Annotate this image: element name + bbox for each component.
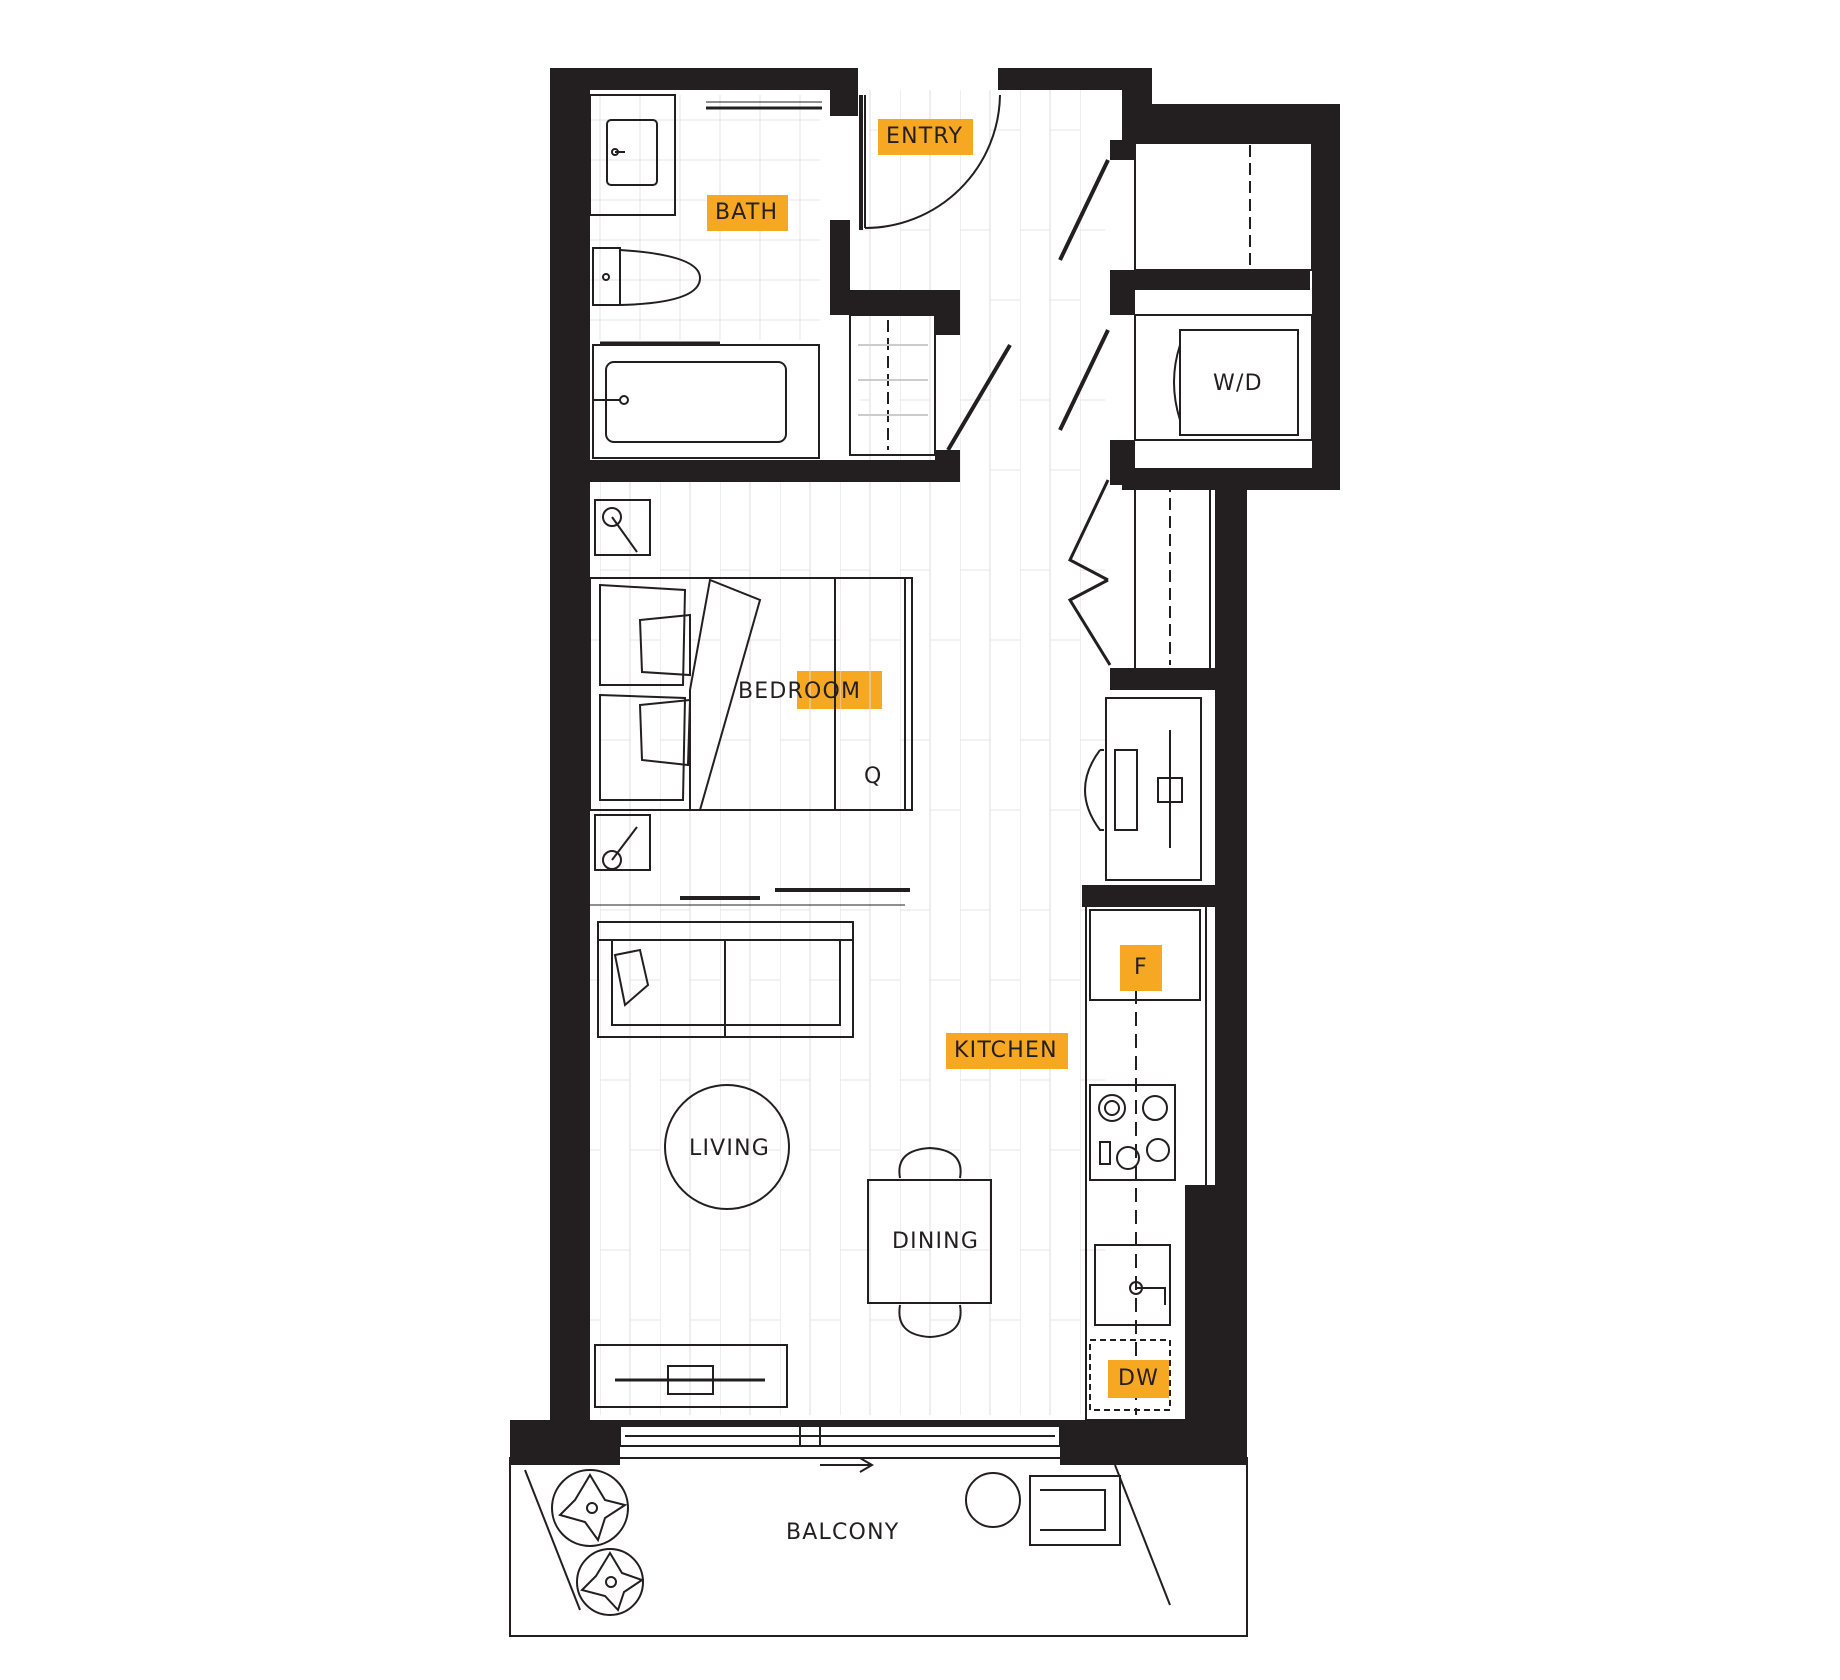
wall-laundry-left-upper xyxy=(1110,140,1135,160)
plant-icon-2 xyxy=(576,1548,645,1616)
linen-door xyxy=(946,343,1012,452)
fridge-box xyxy=(1089,909,1201,1001)
queen-bed xyxy=(589,577,913,811)
laundry-door xyxy=(1058,329,1110,431)
walls xyxy=(510,68,1340,1465)
label-living: LIVING xyxy=(689,1136,770,1161)
label-bath: BATH xyxy=(707,195,789,231)
bath-vanity xyxy=(589,94,676,216)
wall-left xyxy=(550,68,590,1420)
wall-kitchen-lower-right xyxy=(1185,1185,1217,1425)
label-entry: ENTRY xyxy=(878,119,974,155)
wall-wardrobe-bottom xyxy=(1110,668,1220,690)
cooktop-icon xyxy=(1089,1084,1176,1181)
entry-door-swing xyxy=(864,94,1001,229)
label-kitchen: KITCHEN xyxy=(946,1033,1068,1069)
label-balcony: BALCONY xyxy=(786,1520,900,1545)
slide-arrow xyxy=(820,1457,874,1473)
wall-right xyxy=(1215,468,1247,1465)
balcony-table xyxy=(965,1472,1021,1528)
dishwasher-box xyxy=(1089,1339,1171,1411)
dining-chair-bottom xyxy=(898,1304,962,1339)
fixtures xyxy=(509,94,1313,1637)
floor-texture xyxy=(590,90,1105,1415)
washer-dryer-icon xyxy=(1179,329,1299,436)
wall-bottom-sill xyxy=(620,1420,1060,1426)
kitchen-sink-icon xyxy=(1094,1244,1171,1326)
wall-closet-top xyxy=(1122,104,1340,144)
label-fridge: F xyxy=(1120,945,1162,991)
wall-top-right-jamb xyxy=(998,68,1150,90)
coat-closet xyxy=(1134,139,1313,271)
dining-table xyxy=(867,1179,992,1304)
toilet-icon xyxy=(592,247,702,306)
pillow-2 xyxy=(599,693,687,801)
wall-closet-divider-1 xyxy=(1110,270,1310,290)
wall-bath-right-upper xyxy=(830,220,850,305)
nightstand-top xyxy=(594,499,651,556)
wardrobe xyxy=(1134,474,1211,671)
linen-closet xyxy=(849,314,936,456)
wall-far-right xyxy=(1312,104,1340,490)
laundry-closet xyxy=(1134,314,1313,441)
wardrobe-bifold-door xyxy=(1067,479,1112,666)
wall-laundry-left xyxy=(1110,440,1135,485)
label-dining: DINING xyxy=(892,1229,980,1254)
kitchen-counter xyxy=(1085,904,1207,1421)
label-dishwasher: DW xyxy=(1108,1360,1170,1398)
desk-chair xyxy=(1084,749,1104,831)
pillow-1 xyxy=(599,583,687,686)
wall-linen-bottom-jamb xyxy=(935,450,960,482)
wall-top-left xyxy=(550,68,858,90)
nightstand-bottom xyxy=(594,814,651,871)
dining-chair-top xyxy=(898,1146,962,1179)
bathtub-icon xyxy=(592,344,820,459)
bath-sink-icon xyxy=(606,119,658,186)
tv-console xyxy=(594,1344,788,1408)
wall-linen-right xyxy=(935,290,960,335)
balcony-chair xyxy=(1029,1475,1121,1546)
label-bed-size: Q xyxy=(864,764,883,789)
wall-top-left-jamb xyxy=(830,68,858,116)
wall-kitchen-divider xyxy=(1082,885,1217,907)
plant-icon-1 xyxy=(551,1469,629,1547)
wall-bath-bottom xyxy=(570,460,960,482)
balcony-slider xyxy=(619,1425,1061,1447)
label-bedroom: BEDROOM xyxy=(738,679,862,704)
coat-closet-door xyxy=(1058,159,1110,261)
living-table xyxy=(664,1084,790,1210)
label-wd: W/D xyxy=(1213,371,1263,396)
desk xyxy=(1105,697,1202,881)
wall-closet-divider-2 xyxy=(1110,270,1135,315)
